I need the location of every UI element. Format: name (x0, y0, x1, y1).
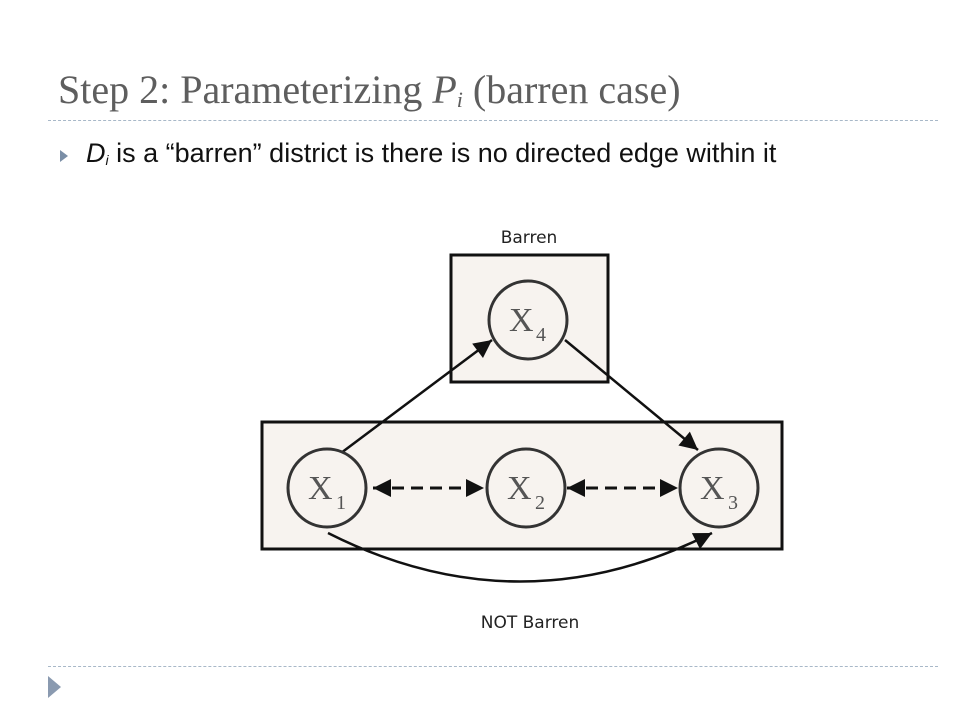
node-x4-subscript: 4 (536, 324, 546, 346)
node-x3-circle (678, 447, 760, 529)
node-x1-circle (286, 447, 368, 529)
title-suffix: (barren case) (462, 67, 681, 112)
node-x2-circle (485, 447, 567, 529)
barren-label: Barren (501, 228, 558, 248)
title-prefix: Step 2: Parameterizing (58, 67, 433, 112)
node-x3: X 3 (678, 447, 760, 529)
title-variable: P (432, 67, 457, 112)
node-x1: X 1 (286, 447, 368, 529)
title-divider (48, 120, 938, 121)
footer-divider (48, 666, 938, 667)
footer-triangle-icon (48, 676, 61, 698)
node-x4: X 4 (487, 279, 569, 361)
not-barren-label: NOT Barren (481, 613, 580, 633)
edge-x4-x3 (564, 339, 699, 451)
node-x2-letter: X (507, 470, 532, 507)
node-x1-letter: X (308, 470, 333, 507)
node-x2: X 2 (485, 447, 567, 529)
bullet-triangle-icon (60, 150, 68, 162)
node-x3-subscript: 3 (728, 492, 738, 514)
bullet-item: Di is a “barren” district is there is no… (86, 136, 916, 178)
bullet-variable: D (86, 138, 106, 168)
node-x4-circle (487, 279, 569, 361)
slide-title: Step 2: Parameterizing Pi (barren case) (58, 66, 681, 113)
edge-x1-x4 (340, 338, 493, 455)
bullet-subscript: i (105, 152, 109, 168)
node-x1-subscript: 1 (336, 492, 346, 514)
bullet-body: is a “barren” district is there is no di… (108, 138, 777, 168)
node-x4-letter: X (509, 302, 534, 339)
title-subscript: i (456, 87, 463, 112)
edge-x1-x3-curved (327, 531, 713, 583)
node-x3-letter: X (700, 470, 725, 507)
node-x2-subscript: 2 (535, 492, 545, 514)
